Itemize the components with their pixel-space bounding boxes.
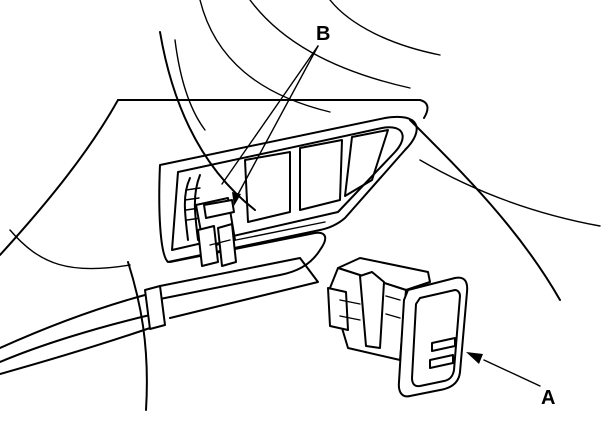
switch-a	[327, 257, 469, 398]
connector-b	[195, 197, 237, 267]
arrowhead-b	[232, 192, 241, 206]
callout-b-label: B	[316, 23, 330, 45]
switch-bezel	[154, 115, 418, 301]
callout-a-label: A	[541, 387, 555, 409]
arrowhead-a	[466, 352, 483, 364]
callout-a: A	[466, 352, 555, 409]
wire-harness	[0, 174, 319, 375]
leader-line-b	[235, 45, 319, 199]
dashboard-panel	[0, 0, 601, 411]
leader-line-a	[483, 359, 541, 387]
callout-b: B	[221, 23, 330, 206]
